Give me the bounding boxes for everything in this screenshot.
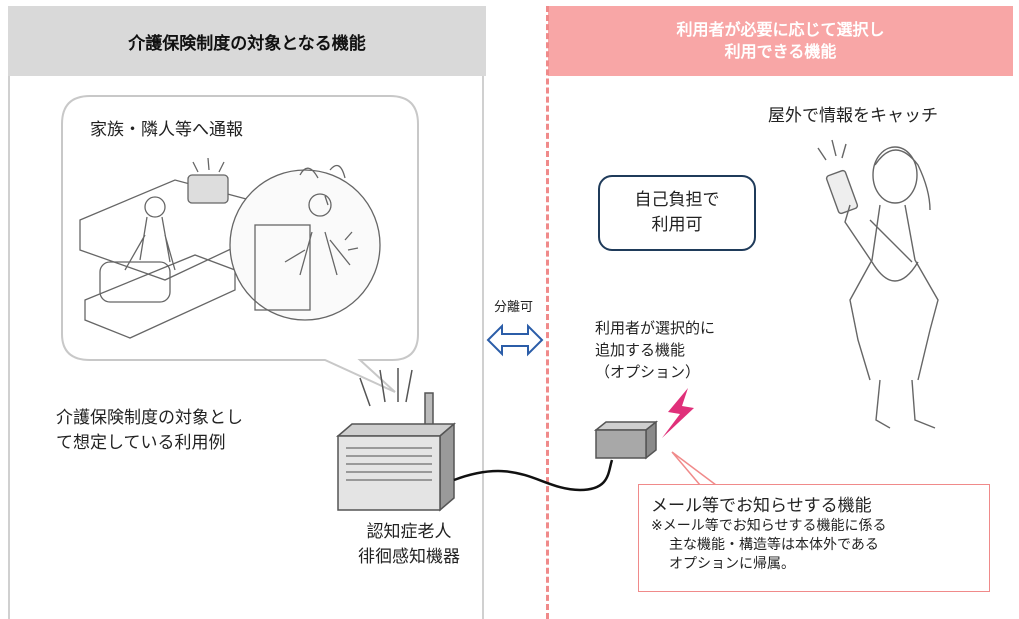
right-header-line-1: 利用者が必要に応じて選択し [676, 20, 885, 40]
self-pay-line-2: 利用可 [651, 215, 703, 235]
left-panel [8, 76, 484, 619]
device-label: 認知症老人 徘徊感知機器 [334, 520, 484, 569]
woman-with-phone-illustration [817, 139, 939, 429]
option-description: 利用者が選択的に 追加する機能 （オプション） [595, 318, 715, 383]
option-module-illustration [593, 420, 659, 460]
connection-cable [453, 459, 614, 492]
usage-line-1: 介護保険制度の対象とし [56, 408, 243, 428]
notice-box: メール等でお知らせする機能 ※メール等でお知らせする機能に係る 主な機能・構造等… [638, 484, 990, 592]
kitchen-scene-illustration [79, 157, 251, 339]
wandering-elder-illustration [229, 164, 381, 321]
device-label-line-1: 認知症老人 [366, 522, 452, 542]
notice-note-line-1: ※メール等でお知らせする機能に係る [651, 518, 887, 534]
outdoor-text: 屋外で情報をキャッチ [768, 106, 938, 126]
option-line-2: 追加する機能 [595, 340, 686, 359]
option-line-3: （オプション） [595, 362, 701, 381]
usage-example-text: 介護保険制度の対象とし て想定している利用例 [56, 406, 243, 455]
detector-device-illustration [335, 368, 457, 512]
lightning-icon [662, 388, 694, 438]
right-panel-header: 利用者が必要に応じて選択し 利用できる機能 [548, 6, 1013, 76]
self-pay-line-1: 自己負担で [634, 190, 720, 211]
self-pay-box: 自己負担で 利用可 [598, 175, 756, 251]
notice-pointer [671, 451, 719, 486]
device-label-line-2: 徘徊感知機器 [358, 546, 460, 567]
option-line-1: 利用者が選択的に [595, 319, 716, 337]
left-panel-header: 介護保険制度の対象となる機能 [8, 6, 486, 76]
usage-line-2: て想定している利用例 [56, 432, 226, 453]
left-header-title: 介護保険制度の対象となる機能 [128, 33, 366, 54]
dashed-divider [546, 6, 549, 619]
notice-note: ※メール等でお知らせする機能に係る 主な機能・構造等は本体外である オプションに… [651, 517, 886, 574]
double-arrow-icon [486, 323, 544, 357]
separable-label: 分離可 [494, 300, 534, 315]
notice-note-line-3: オプションに帰属。 [669, 555, 795, 572]
notice-note-line-2: 主な機能・構造等は本体外である [669, 536, 879, 553]
notice-title: メール等でお知らせする機能 [651, 496, 872, 516]
right-header-line-2: 利用できる機能 [724, 42, 837, 61]
bubble-text: 家族・隣人等へ通報 [90, 120, 243, 140]
